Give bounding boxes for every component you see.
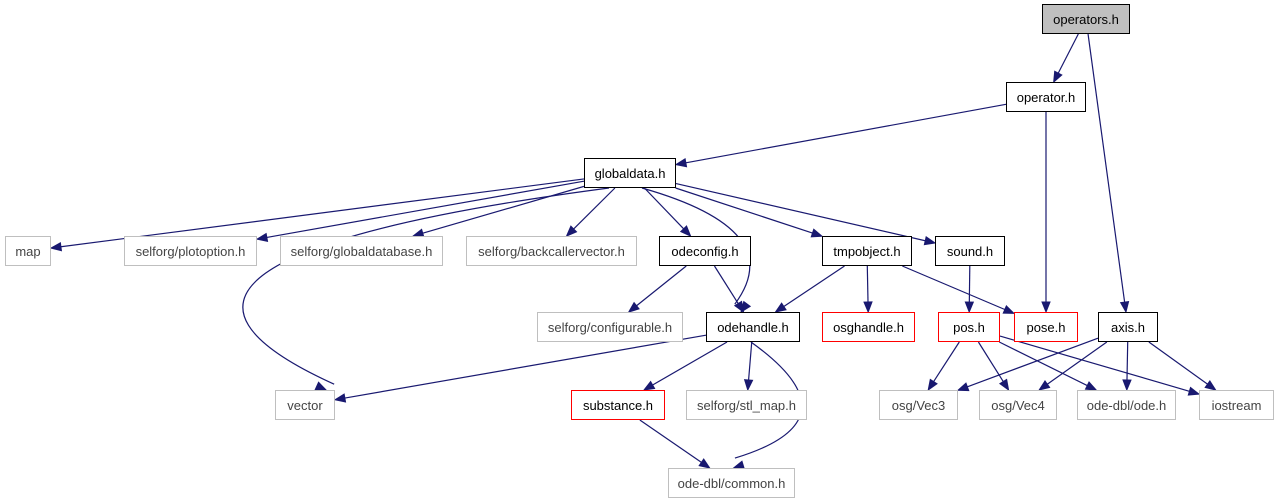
arrowhead-27 xyxy=(1187,386,1201,396)
edge-pos-h-to-osg-vec3 xyxy=(933,341,960,382)
arrowhead-17 xyxy=(1002,304,1016,314)
arrowhead-12 xyxy=(314,381,328,391)
arrowhead-28 xyxy=(956,382,970,392)
node-vector: vector xyxy=(275,390,335,420)
edge-odehandle-h-to-stl-map-h xyxy=(747,341,753,381)
arrowhead-2 xyxy=(674,158,688,168)
node-operators-h: operators.h xyxy=(1042,4,1130,34)
node-osghandle-h[interactable]: osghandle.h xyxy=(822,312,915,342)
arrowhead-24 xyxy=(927,378,938,392)
edge-operators-h-to-operator-h xyxy=(1057,33,1079,74)
node-substance-h[interactable]: substance.h xyxy=(571,390,665,420)
node-stl-map-h: selforg/stl_map.h xyxy=(686,390,807,420)
edge-tmpobject-h-to-odehandle-h xyxy=(783,265,845,307)
arrowhead-16 xyxy=(863,301,873,314)
edge-globaldata-h-to-globaldatabase-h xyxy=(422,185,585,234)
arrowhead-1 xyxy=(1119,300,1130,314)
node-operator-h[interactable]: operator.h xyxy=(1006,82,1086,112)
edge-globaldata-h-to-odeconfig-h xyxy=(643,187,685,230)
edge-axis-h-to-ode-h xyxy=(1126,341,1129,381)
node-pose-h[interactable]: pose.h xyxy=(1014,312,1078,342)
edge-globaldata-h-to-map xyxy=(60,178,585,248)
node-osg-vec4: osg/Vec4 xyxy=(979,390,1057,420)
arrowhead-15 xyxy=(774,302,787,313)
arrowhead-21 xyxy=(743,379,754,392)
node-ode-h: ode-dbl/ode.h xyxy=(1077,390,1176,420)
edge-operator-h-to-globaldata-h xyxy=(685,103,1007,164)
arrowhead-5 xyxy=(255,232,269,243)
node-plotoption-h: selforg/plotoption.h xyxy=(124,236,257,266)
edge-odehandle-h-to-vector xyxy=(344,334,707,399)
arrowhead-31 xyxy=(1204,380,1217,391)
arrowhead-18 xyxy=(964,301,975,314)
arrowhead-25 xyxy=(998,378,1010,392)
edge-axis-h-to-osg-vec3 xyxy=(967,337,1099,388)
arrowhead-30 xyxy=(1122,379,1132,392)
node-map: map xyxy=(5,236,51,266)
arrowhead-19 xyxy=(333,393,347,403)
edge-tmpobject-h-to-osghandle-h xyxy=(866,265,869,303)
edge-odeconfig-h-to-odehandle-h xyxy=(713,265,739,304)
node-sound-h[interactable]: sound.h xyxy=(935,236,1005,266)
arrowhead-8 xyxy=(679,225,692,237)
edge-axis-h-to-iostream xyxy=(1148,341,1208,385)
arrowhead-26 xyxy=(1084,381,1098,391)
arrowhead-13 xyxy=(627,301,640,313)
node-odeconfig-h[interactable]: odeconfig.h xyxy=(659,236,751,266)
node-odehandle-h[interactable]: odehandle.h xyxy=(706,312,800,342)
edge-operators-h-to-axis-h xyxy=(1087,33,1126,303)
arrowhead-4 xyxy=(49,241,63,252)
node-tmpobject-h[interactable]: tmpobject.h xyxy=(822,236,912,266)
edge-substance-h-to-common-h xyxy=(639,419,702,463)
edge-globaldata-h-to-tmpobject-h xyxy=(675,187,813,234)
arrowhead-29 xyxy=(1038,380,1051,391)
edge-globaldata-h-to-sound-h xyxy=(675,182,926,242)
arrowhead-23 xyxy=(698,458,711,469)
node-globaldata-h[interactable]: globaldata.h xyxy=(584,158,676,188)
edge-odehandle-h-to-substance-h xyxy=(652,341,728,386)
edge-globaldata-h-to-plotoption-h xyxy=(266,180,585,239)
node-axis-h[interactable]: axis.h xyxy=(1098,312,1158,342)
edge-odeconfig-h-to-configurable-h xyxy=(636,265,687,307)
edge-pos-h-to-osg-vec4 xyxy=(977,341,1004,382)
node-globaldatabase-h: selforg/globaldatabase.h xyxy=(280,236,443,266)
node-osg-vec3: osg/Vec3 xyxy=(879,390,958,420)
edge-pos-h-to-ode-h xyxy=(999,341,1088,387)
node-configurable-h: selforg/configurable.h xyxy=(537,312,683,342)
node-backcallervector-h: selforg/backcallervector.h xyxy=(466,236,637,266)
edge-pos-h-to-iostream xyxy=(999,335,1190,392)
node-common-h: ode-dbl/common.h xyxy=(668,468,795,498)
edge-globaldata-h-to-vector xyxy=(242,187,610,385)
arrowhead-10 xyxy=(923,236,937,246)
edge-axis-h-to-osg-vec4 xyxy=(1046,341,1108,385)
node-pos-h[interactable]: pos.h xyxy=(938,312,1000,342)
node-iostream: iostream xyxy=(1199,390,1274,420)
arrowhead-9 xyxy=(810,228,824,238)
arrowhead-3 xyxy=(1041,301,1051,314)
edge-globaldata-h-to-backcallervector-h xyxy=(573,187,616,230)
edge-tmpobject-h-to-pose-h xyxy=(902,265,1006,311)
arrowhead-0 xyxy=(1053,70,1063,84)
arrowhead-20 xyxy=(642,380,656,391)
